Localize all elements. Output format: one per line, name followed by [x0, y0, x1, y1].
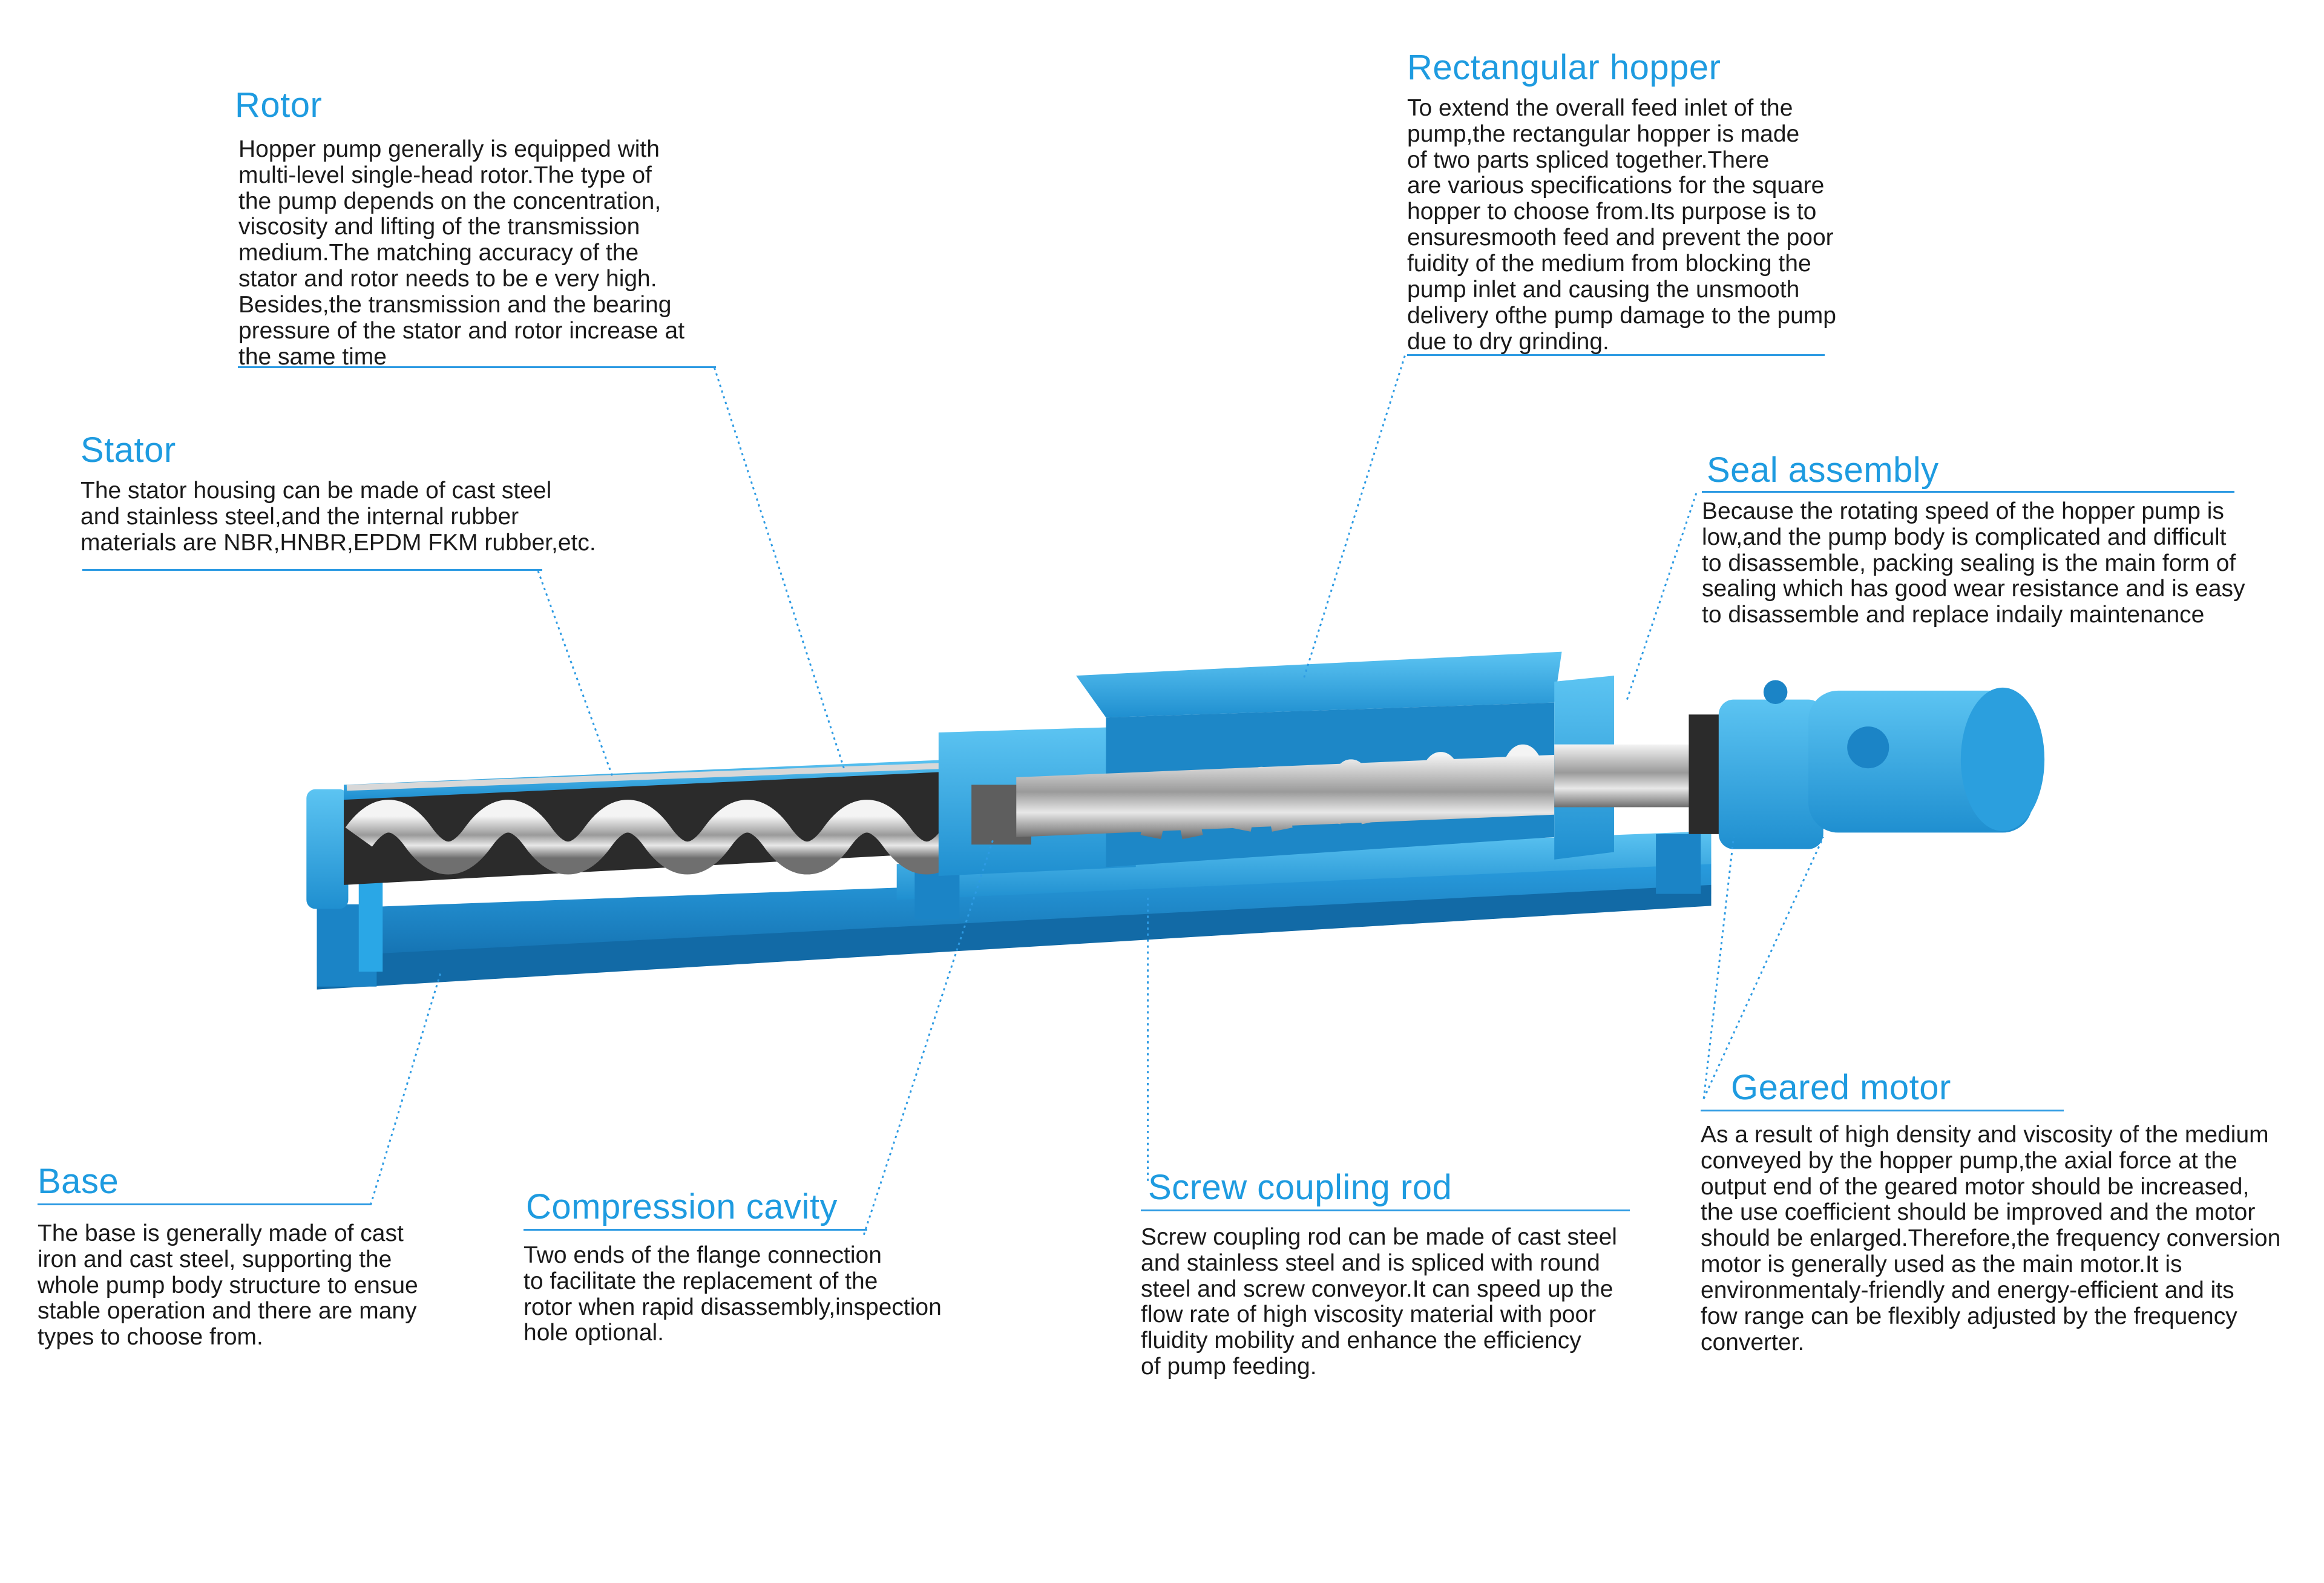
rotor-title: Rotor — [235, 85, 323, 125]
base-underline — [38, 1203, 372, 1205]
motor-title: Geared motor — [1731, 1068, 1951, 1107]
seal-title: Seal assembly — [1707, 450, 1939, 490]
stator-callout: Stator The stator housing can be made of… — [80, 431, 643, 556]
hopper-callout: Rectangular hopper To extend the overall… — [1407, 48, 1891, 355]
motor-description: As a result of high density and viscosit… — [1701, 1121, 2281, 1355]
motor-underline — [1701, 1109, 2064, 1111]
base-frame — [317, 831, 1712, 990]
stator-underline — [82, 569, 542, 571]
compression-title: Compression cavity — [526, 1187, 838, 1226]
hopper-description: To extend the overall feed inlet of the … — [1407, 94, 1836, 355]
base-description: The base is generally made of cast iron … — [38, 1220, 418, 1351]
compression-callout: Compression cavity Two ends of the flang… — [524, 1188, 983, 1346]
rotor-callout: Rotor Hopper pump generally is equipped … — [235, 86, 749, 370]
hopper-title: Rectangular hopper — [1407, 48, 1721, 87]
base-callout: Base The base is generally made of cast … — [38, 1162, 461, 1351]
seal-description: Because the rotating speed of the hopper… — [1702, 498, 2245, 628]
base-title: Base — [38, 1162, 119, 1201]
screw-callout: Screw coupling rod Screw coupling rod ca… — [1141, 1168, 1686, 1380]
motor-callout: Geared motor As a result of high density… — [1701, 1068, 2312, 1356]
rectangular-hopper — [1016, 651, 1614, 867]
seal-callout: Seal assembly Because the rotating speed… — [1702, 451, 2307, 628]
screw-underline — [1141, 1209, 1630, 1211]
screw-description: Screw coupling rod can be made of cast s… — [1141, 1223, 1617, 1380]
stator-description: The stator housing can be made of cast s… — [80, 477, 596, 556]
hopper-underline — [1407, 354, 1825, 356]
rotor-description: Hopper pump generally is equipped with m… — [238, 136, 685, 370]
geared-motor — [1718, 680, 2045, 849]
compression-description: Two ends of the flange connection to fac… — [524, 1242, 942, 1346]
stator-title: Stator — [80, 430, 176, 470]
screw-title: Screw coupling rod — [1148, 1168, 1452, 1207]
seal-underline — [1702, 490, 2234, 493]
stator-barrel — [306, 759, 970, 909]
rotor-underline — [238, 366, 716, 368]
compression-underline — [524, 1228, 867, 1231]
